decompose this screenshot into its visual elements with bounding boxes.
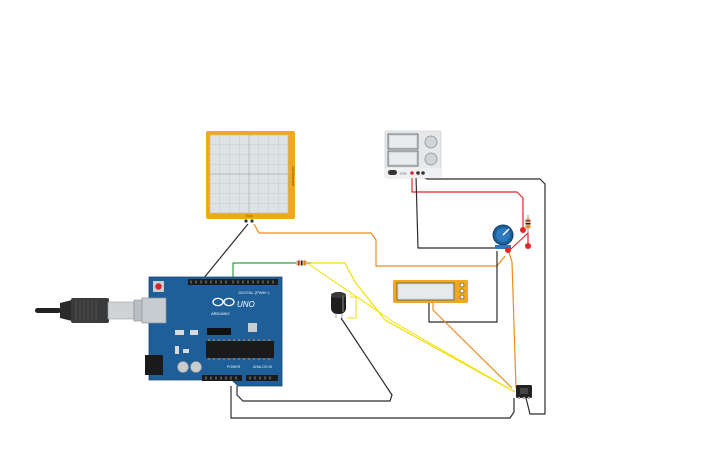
power-label: POWER [227,365,241,369]
supply-terminal-pos[interactable] [410,171,414,175]
arduino-dc-jack[interactable] [145,355,163,375]
usb-cable-icon[interactable] [71,298,109,323]
arduino-usb-port[interactable] [141,297,167,324]
wire-multimeter-orange[interactable] [432,303,513,389]
oscilloscope-side-label: Oscilloscope [291,166,295,186]
arduino-microcontroller [206,341,274,358]
arduino-logo-icon [212,297,235,307]
capacitor[interactable] [331,292,346,318]
multimeter-port-2[interactable] [459,288,465,294]
digital-label: DIGITAL (PWM~) [239,290,271,295]
current-knob[interactable] [424,152,438,166]
wire-red-power[interactable] [411,175,524,228]
transistor[interactable] [516,385,532,400]
oscilloscope-bottom-label: Vout [245,214,252,218]
resistor-horizontal[interactable] [293,260,311,266]
pot-terminal-right[interactable] [525,243,531,249]
supply-terminal-neg[interactable] [416,171,420,175]
multimeter[interactable] [393,280,468,303]
wire-green-signal[interactable] [232,262,296,279]
wire-capacitor-ground[interactable] [236,317,393,402]
wire-orange-oscilloscope-pot[interactable] [253,223,506,267]
pot-terminal-top[interactable] [520,227,526,233]
arduino-brand-text: ARDUINO [211,311,229,316]
pot-terminal-left[interactable] [505,247,511,253]
wires [202,175,546,419]
wire-bottom-ground[interactable] [230,386,515,419]
power-supply-terminal-label: GND [400,172,408,176]
wire-yellow-b[interactable] [306,262,516,393]
transistor-pin-3[interactable] [527,396,531,400]
multimeter-port-3[interactable] [459,294,465,300]
oscilloscope[interactable]: Oscilloscope Vout [206,131,295,223]
supply-terminal-gnd[interactable] [421,171,425,175]
resistor-vertical[interactable] [525,215,531,233]
arduino-logo-text: UNO [237,300,255,309]
wire-multimeter-ground[interactable] [428,251,498,323]
power-switch[interactable] [388,170,397,175]
reset-button-icon[interactable] [155,283,162,290]
power-supply[interactable]: GND [384,130,442,179]
arduino-uno[interactable]: DIGITAL (PWM~) UNO ARDUINO POWER ANALOG … [141,276,283,387]
potentiometer[interactable] [492,224,531,253]
transistor-pin-1[interactable] [517,396,521,400]
oscilloscope-terminal-pos[interactable] [250,219,254,223]
transistor-pin-2[interactable] [522,396,526,400]
voltage-knob[interactable] [424,135,438,149]
analog-header[interactable] [246,375,278,381]
oscilloscope-terminal-neg[interactable] [244,219,248,223]
analog-label: ANALOG IN [253,365,273,369]
wire-yellow-a[interactable] [307,262,516,393]
wire-orange-pot-transistor[interactable] [507,248,517,389]
multimeter-port-1[interactable] [459,282,465,288]
wire-arduino-oscilloscope[interactable] [202,223,249,280]
wire-capacitor-lead[interactable] [347,296,357,319]
wire-black-supply-pot[interactable] [415,175,497,249]
wire-black-supply-transistor[interactable] [421,175,546,415]
